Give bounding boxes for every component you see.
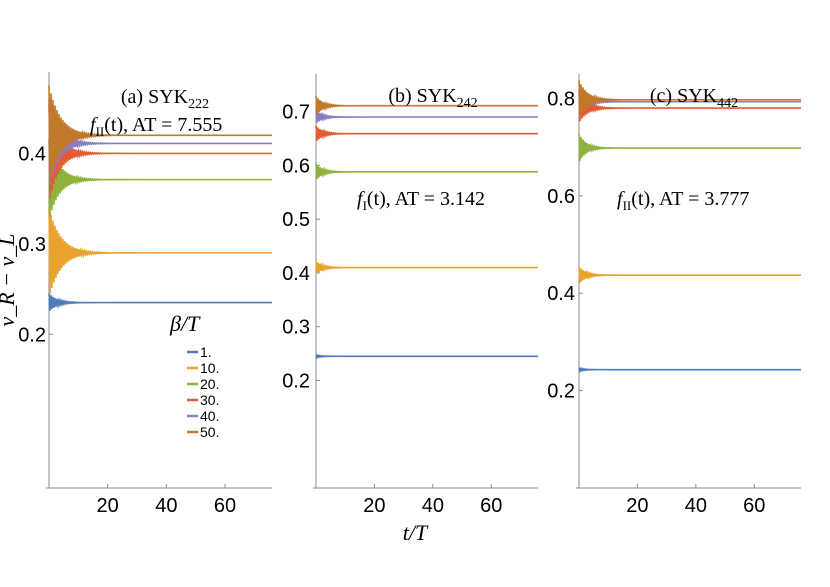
chart-panel-2: 20 40 60 0.2 0.3 0.4 0.5 0.6 0.7 (b) SYK242 fI(t),… <box>282 74 538 517</box>
series-line-3 <box>315 163 538 180</box>
series-line-1 <box>48 293 272 311</box>
legend-entry-label: 30. <box>200 392 219 408</box>
y-tick-label: 0.6 <box>282 155 310 177</box>
y-tick-label: 0.3 <box>282 317 310 339</box>
series-line-5 <box>578 89 801 113</box>
y-tick-label: 0.4 <box>282 263 310 285</box>
series-line-6 <box>315 95 538 115</box>
panel-annotation: fI(t), AT = 3.142 <box>357 188 485 213</box>
series-line-2 <box>578 266 801 283</box>
series-line-1 <box>315 353 538 360</box>
series-line-3 <box>578 133 801 161</box>
y-axis-label: ν_R − ν_L <box>0 233 19 326</box>
x-tick-label: 20 <box>363 495 385 517</box>
series-line-5 <box>48 98 272 185</box>
series-line-4 <box>578 93 801 122</box>
series-line-3 <box>48 138 272 217</box>
y-tick-label: 0.7 <box>282 102 310 124</box>
x-tick-label: 20 <box>626 495 648 517</box>
series-line-2 <box>48 207 272 295</box>
y-tick-label: 0.3 <box>18 234 46 256</box>
y-tick-label: 0.2 <box>18 324 46 346</box>
series-line-4 <box>48 103 272 199</box>
panel-label: (b) SYK242 <box>388 85 477 111</box>
y-tick-label: 0.4 <box>547 283 575 305</box>
series-line-2 <box>315 261 538 274</box>
panel-annotation: fII(t), AT = 3.777 <box>617 188 749 213</box>
y-tick-label: 0.8 <box>547 88 575 110</box>
x-tick-label: 40 <box>422 495 444 517</box>
series-line-6 <box>48 85 272 182</box>
y-tick-label: 0.2 <box>547 381 575 403</box>
x-tick-label: 60 <box>743 495 765 517</box>
panel-label: (a) SYK222 <box>121 86 209 112</box>
panel-label: (c) SYK442 <box>650 85 738 111</box>
x-axis-label: t/T <box>403 520 429 545</box>
y-tick-label: 0.5 <box>282 209 310 231</box>
legend-entry-label: 10. <box>200 360 219 376</box>
y-tick-label: 0.4 <box>18 143 46 165</box>
chart-panel-3: 20 40 60 0.2 0.4 0.6 0.8 (c) SYK442 fII(t), AT =… <box>547 74 801 517</box>
series-line-4 <box>315 125 538 141</box>
series-line-5 <box>315 110 538 123</box>
y-tick-label: 0.6 <box>547 186 575 208</box>
x-tick-label: 40 <box>685 495 707 517</box>
legend-entry-label: 40. <box>200 408 219 424</box>
legend-title: β/T <box>169 311 201 336</box>
x-tick-label: 40 <box>155 495 177 517</box>
x-tick-label: 60 <box>214 495 236 517</box>
panel-annotation: fII(t), AT = 7.555 <box>90 114 222 139</box>
legend-entry-label: 20. <box>200 376 219 392</box>
x-tick-label: 20 <box>97 495 119 517</box>
x-tick-label: 60 <box>480 495 502 517</box>
y-tick-label: 0.2 <box>282 370 310 392</box>
legend-entry-label: 1. <box>200 344 212 360</box>
series-line-1 <box>578 366 801 374</box>
legend-entry-label: 50. <box>200 424 219 440</box>
series-line-6 <box>578 80 801 118</box>
legend: β/T 1.10.20.30.40.50. <box>169 311 219 440</box>
